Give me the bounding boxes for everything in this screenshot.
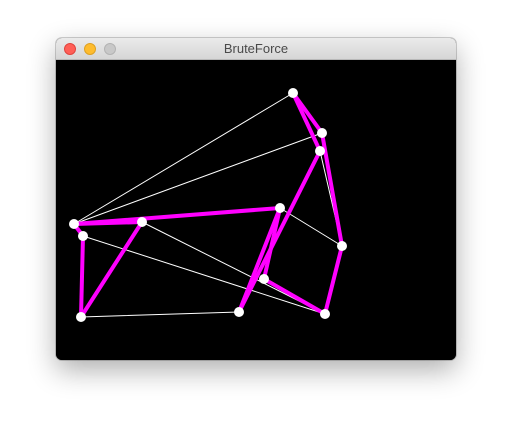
- thin-edge: [82, 235, 326, 315]
- close-icon[interactable]: [64, 43, 76, 55]
- path-edge: [291, 91, 322, 153]
- thin-edge: [73, 92, 294, 225]
- path-edge: [79, 234, 85, 319]
- graph-point[interactable]: [275, 203, 285, 213]
- path-edge: [72, 220, 144, 226]
- zoom-icon[interactable]: [104, 43, 116, 55]
- minimize-icon[interactable]: [84, 43, 96, 55]
- magenta-path: [72, 91, 344, 319]
- path-edge: [323, 244, 344, 316]
- graph-point[interactable]: [69, 219, 79, 229]
- graph-point[interactable]: [76, 312, 86, 322]
- graph-point[interactable]: [315, 146, 325, 156]
- graph-drawing: [69, 88, 347, 322]
- graph-point[interactable]: [78, 231, 88, 241]
- graph-point[interactable]: [259, 274, 269, 284]
- graph-points: [69, 88, 347, 322]
- graph-point[interactable]: [137, 217, 147, 227]
- window-title: BruteForce: [223, 41, 289, 56]
- thin-edge: [73, 132, 323, 225]
- thin-edge: [80, 311, 240, 318]
- path-edge: [262, 277, 327, 316]
- graph-point[interactable]: [234, 307, 244, 317]
- graph-point[interactable]: [288, 88, 298, 98]
- path-edge: [320, 131, 344, 248]
- app-window: BruteForce: [56, 38, 456, 360]
- thin-edges: [73, 92, 343, 318]
- graph-point[interactable]: [320, 309, 330, 319]
- drawing-canvas[interactable]: [56, 60, 456, 360]
- title-bar[interactable]: BruteForce: [56, 38, 456, 60]
- graph-point[interactable]: [317, 128, 327, 138]
- path-edge: [79, 220, 144, 319]
- path-edge: [237, 149, 322, 314]
- graph-point[interactable]: [337, 241, 347, 251]
